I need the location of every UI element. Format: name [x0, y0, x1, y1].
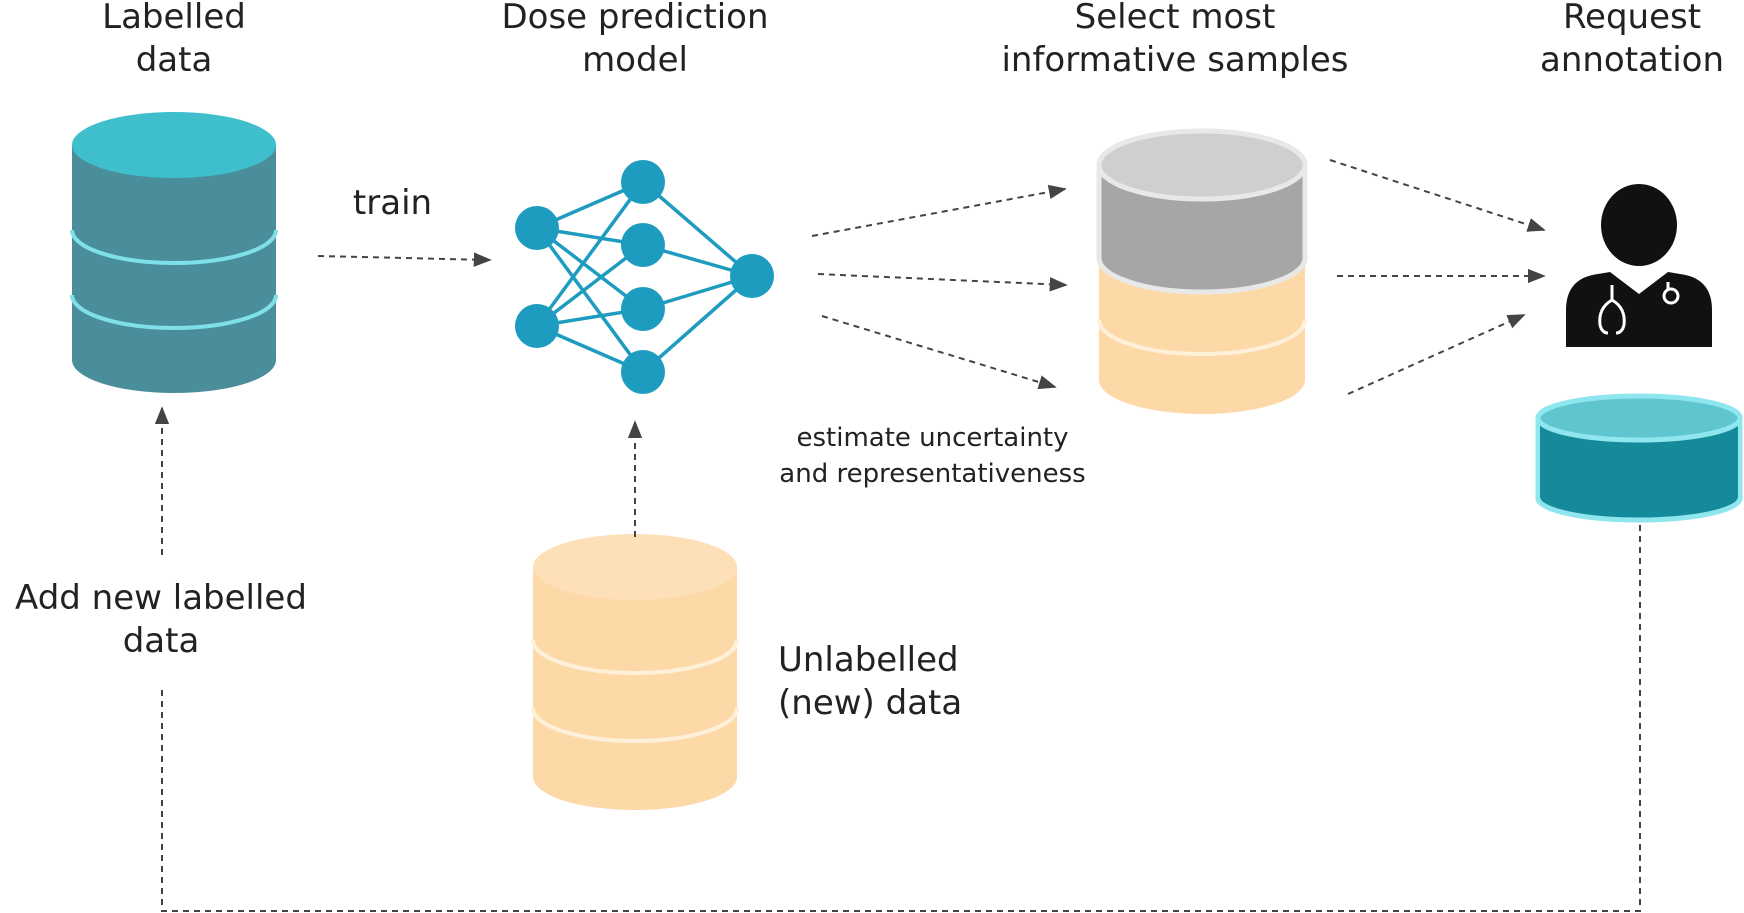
model-to-select-arrow-top: [811, 184, 1067, 237]
unlabelled-data-label: Unlabelled(new) data: [778, 640, 963, 723]
model-to-select-arrow-bottom: [821, 315, 1057, 390]
neural-network-icon: [515, 160, 774, 394]
annotated-database-icon: [1535, 393, 1743, 523]
flow-arrows: [154, 159, 1641, 912]
train-arrow: [317, 252, 492, 267]
labelled-database-icon: [70, 112, 278, 393]
feedback-loop-line: [161, 525, 1641, 912]
select-to-annotator-arrow-top: [1329, 159, 1546, 232]
doctor-icon: [1566, 184, 1712, 347]
select-to-annotator-arrow-bottom: [1347, 314, 1526, 395]
train-label: train: [352, 183, 433, 223]
selected-samples-database-icon: [1096, 128, 1308, 414]
model-to-select-arrow-mid: [817, 273, 1068, 292]
unlabelled-database-icon: [531, 534, 739, 810]
